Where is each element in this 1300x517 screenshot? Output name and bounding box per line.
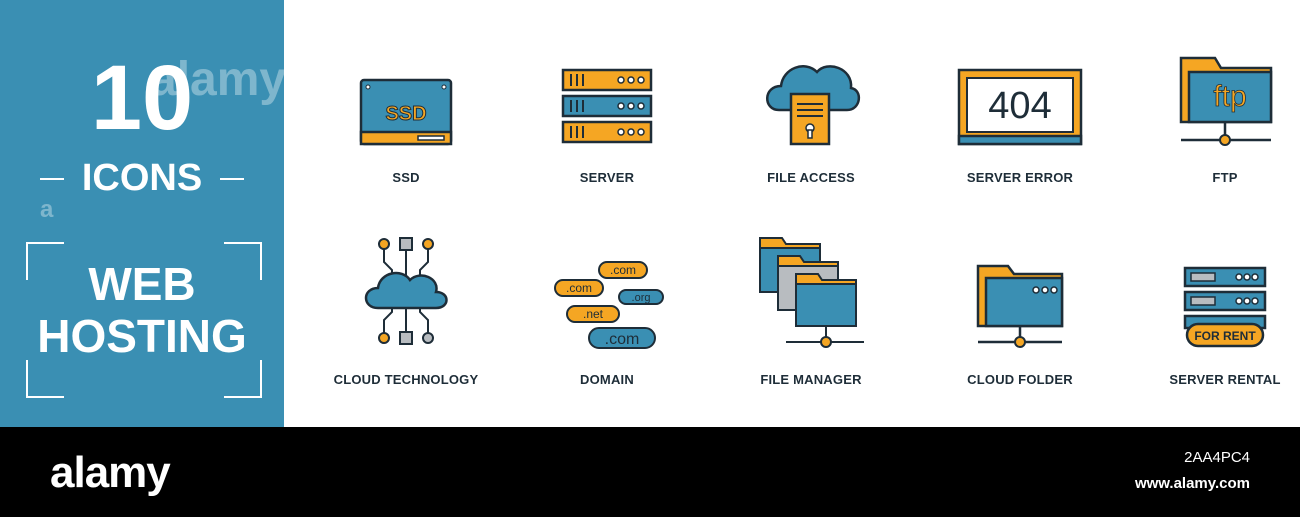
watermark-small: a <box>40 196 54 223</box>
cloud-technology-label: CLOUD TECHNOLOGY <box>333 372 479 387</box>
file-manager-icon <box>759 237 864 348</box>
icon-cell-file-access: FILE ACCESS <box>711 52 911 242</box>
image-id: 2AA4PC4 <box>1184 449 1250 466</box>
icon-cell-ftp: ftp FTP <box>1125 52 1300 242</box>
cloud-folder-label: CLOUD FOLDER <box>967 372 1073 387</box>
server-icon <box>561 68 653 144</box>
icon-cell-domain: .com .com .org .net .com DOMAIN <box>507 236 707 426</box>
frame-corner-bottom-left <box>26 360 64 398</box>
icon-cell-server: SERVER <box>507 52 707 242</box>
server-error-label: SERVER ERROR <box>966 170 1074 185</box>
server-rental-icon: FOR RENT <box>1183 266 1267 348</box>
cloud-folder-icon <box>976 264 1064 348</box>
server-error-icon: 404 <box>957 68 1083 146</box>
ssd-chip-text: SSD <box>385 103 426 125</box>
icon-cell-file-manager: FILE MANAGER <box>711 236 911 426</box>
icon-cell-server-rental: FOR RENT SERVER RENTAL <box>1125 236 1300 426</box>
domain-tag-4: .net <box>583 307 604 321</box>
footer-bar: alamy 2AA4PC4 www.alamy.com <box>0 427 1300 517</box>
domain-tag-1: .com <box>610 263 636 277</box>
domain-tag-5: .com <box>605 331 640 348</box>
domain-label: DOMAIN <box>580 372 634 387</box>
category-title-line2: HOSTING <box>37 310 247 362</box>
file-manager-label: FILE MANAGER <box>760 372 862 387</box>
ftp-text: ftp <box>1213 80 1246 113</box>
title-panel: 10 alamy ICONS a WEB HOSTING <box>0 0 287 427</box>
frame-corner-top-right <box>224 242 262 280</box>
server-label: SERVER <box>579 170 635 185</box>
ftp-label: FTP <box>1212 170 1238 185</box>
icon-cell-server-error: 404 SERVER ERROR <box>920 52 1120 242</box>
brand-logo: alamy <box>50 448 171 497</box>
domain-icon: .com .com .org .net .com <box>554 261 664 349</box>
icon-count: 10 <box>90 47 194 149</box>
for-rent-text: FOR RENT <box>1194 329 1256 343</box>
frame-corner-bottom-right <box>224 360 262 398</box>
icon-cell-cloud-folder: CLOUD FOLDER <box>920 236 1120 426</box>
ftp-icon: ftp <box>1179 56 1273 146</box>
icon-cell-ssd: SSD SSD <box>306 52 506 242</box>
ssd-icon: SSD <box>359 78 453 146</box>
server-rental-label: SERVER RENTAL <box>1169 372 1281 387</box>
dash-left <box>40 178 64 180</box>
dash-right <box>220 178 244 180</box>
cloud-technology-icon <box>364 237 448 345</box>
category-title: WEB HOSTING <box>0 258 284 362</box>
error-code-text: 404 <box>988 85 1051 127</box>
watermark: alamy <box>150 53 287 106</box>
file-access-label: FILE ACCESS <box>767 170 855 185</box>
domain-tag-2: .com <box>566 281 592 295</box>
domain-tag-3: .org <box>632 292 651 304</box>
file-access-icon <box>766 65 860 146</box>
icon-cell-cloud-technology: CLOUD TECHNOLOGY <box>306 236 506 426</box>
frame-corner-top-left <box>26 242 64 280</box>
category-title-line1: WEB <box>88 258 196 310</box>
ssd-label: SSD <box>392 170 420 185</box>
site-url: www.alamy.com <box>1134 475 1250 492</box>
icons-heading: ICONS <box>81 157 203 199</box>
